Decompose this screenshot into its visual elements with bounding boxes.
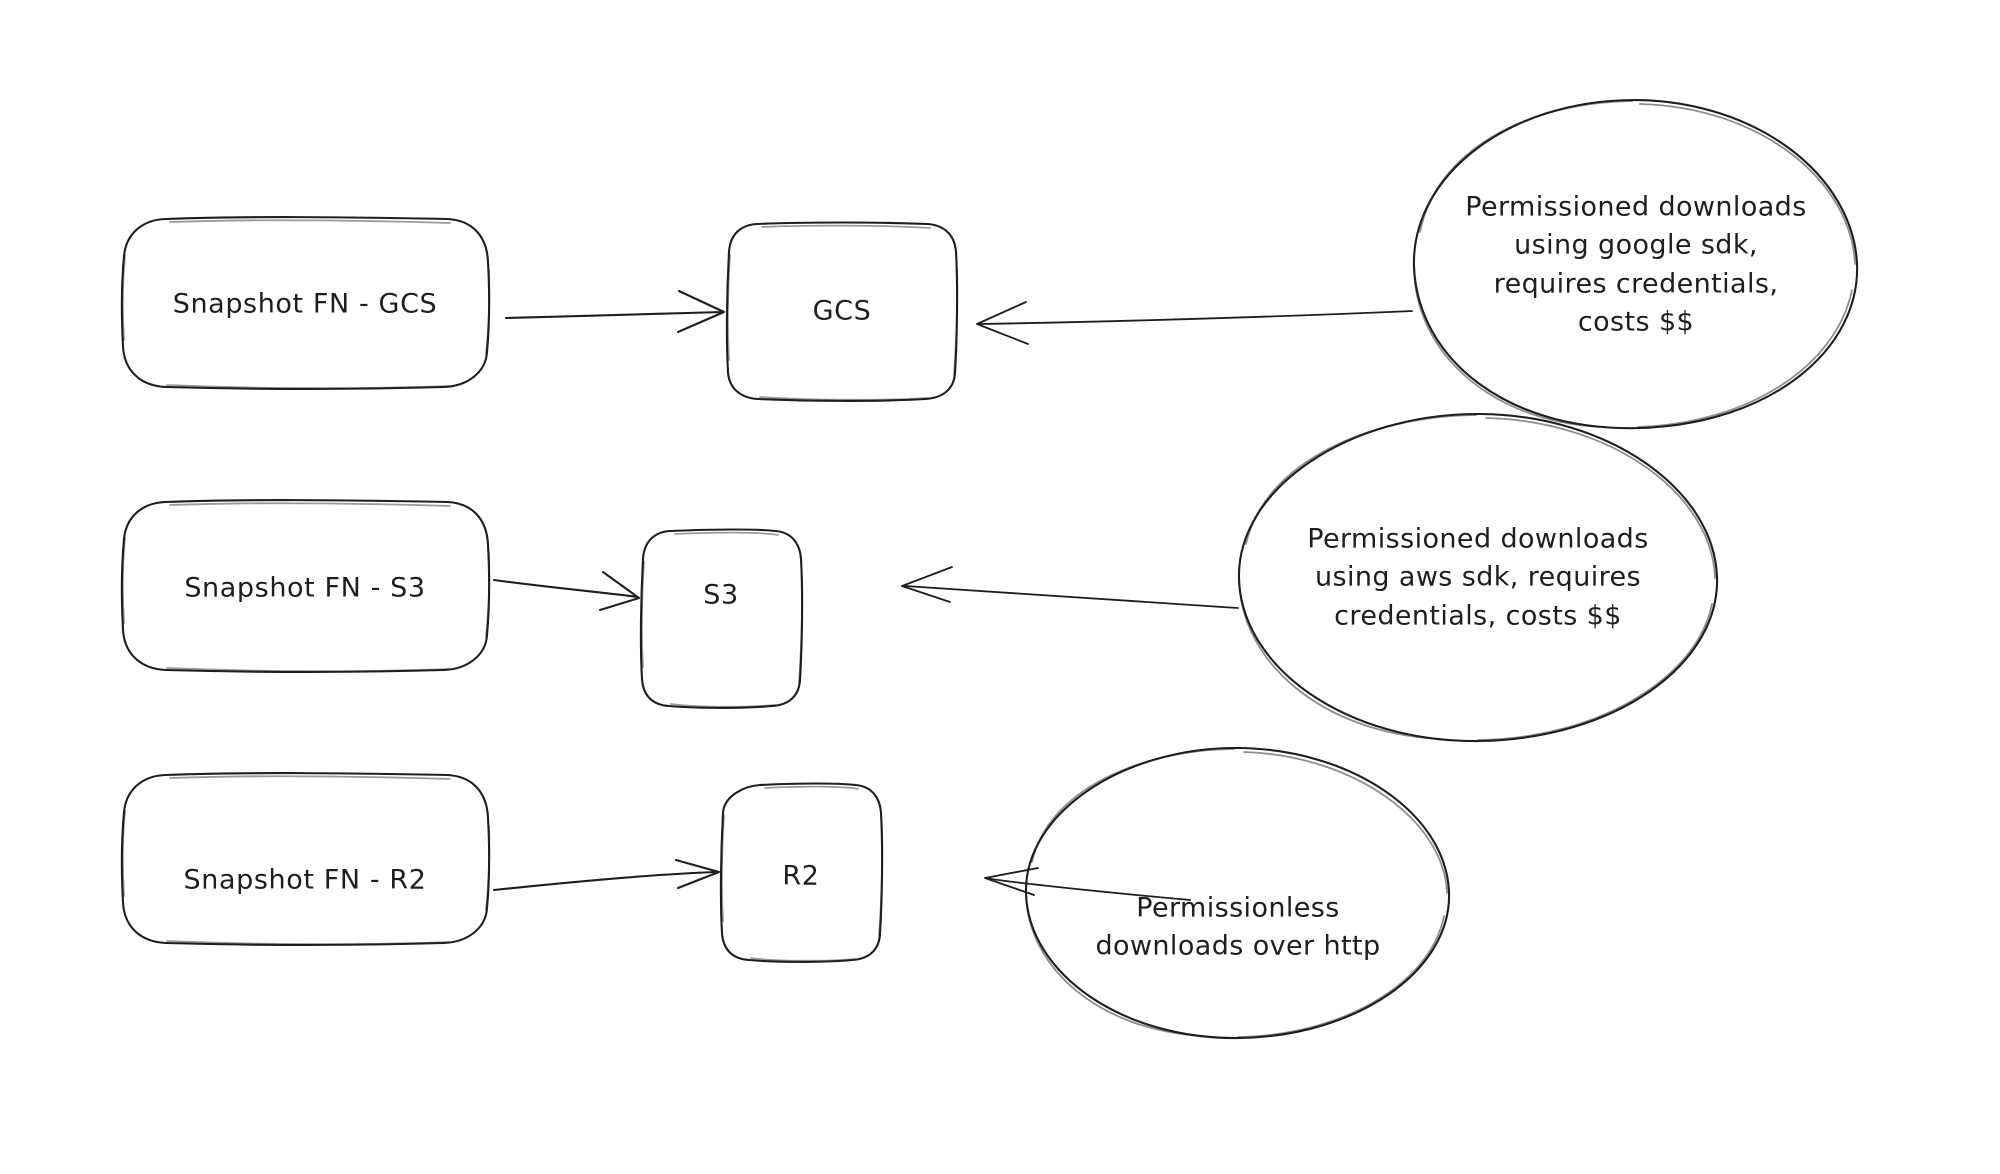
s3-note-node[interactable] bbox=[1237, 413, 1719, 742]
s3-store-node[interactable] bbox=[641, 529, 802, 707]
r2-store-node[interactable] bbox=[721, 783, 882, 961]
arrow-snapshot-s3-to-s3 bbox=[492, 570, 641, 612]
snapshot-fn-gcs-node[interactable] bbox=[123, 218, 489, 388]
arrow-r2-note-to-r2 bbox=[984, 867, 1191, 901]
arrow-s3-note-to-s3 bbox=[901, 566, 1239, 609]
gcs-store-node[interactable] bbox=[727, 222, 957, 400]
arrow-snapshot-r2-to-r2 bbox=[492, 858, 721, 892]
snapshot-fn-gcs-shape[interactable] bbox=[120, 216, 491, 390]
snapshot-fn-s3-node[interactable] bbox=[123, 501, 489, 671]
snapshot-fn-r2-node[interactable] bbox=[123, 774, 489, 944]
r2-note-node[interactable] bbox=[1025, 747, 1450, 1039]
snapshot-fn-r2-shape[interactable] bbox=[120, 772, 491, 946]
gcs-note-shape[interactable] bbox=[1412, 98, 1859, 430]
arrow-gcs-note-to-gcs bbox=[976, 301, 1413, 345]
s3-note-shape[interactable] bbox=[1237, 412, 1719, 743]
s3-store-shape[interactable] bbox=[639, 528, 804, 709]
r2-note-shape[interactable] bbox=[1024, 746, 1451, 1040]
gcs-note-node[interactable] bbox=[1412, 99, 1859, 430]
gcs-store-shape[interactable] bbox=[725, 221, 959, 402]
r2-store-shape[interactable] bbox=[719, 782, 884, 963]
snapshot-fn-s3-shape[interactable] bbox=[120, 499, 491, 673]
arrow-snapshot-gcs-to-gcs bbox=[504, 289, 726, 334]
